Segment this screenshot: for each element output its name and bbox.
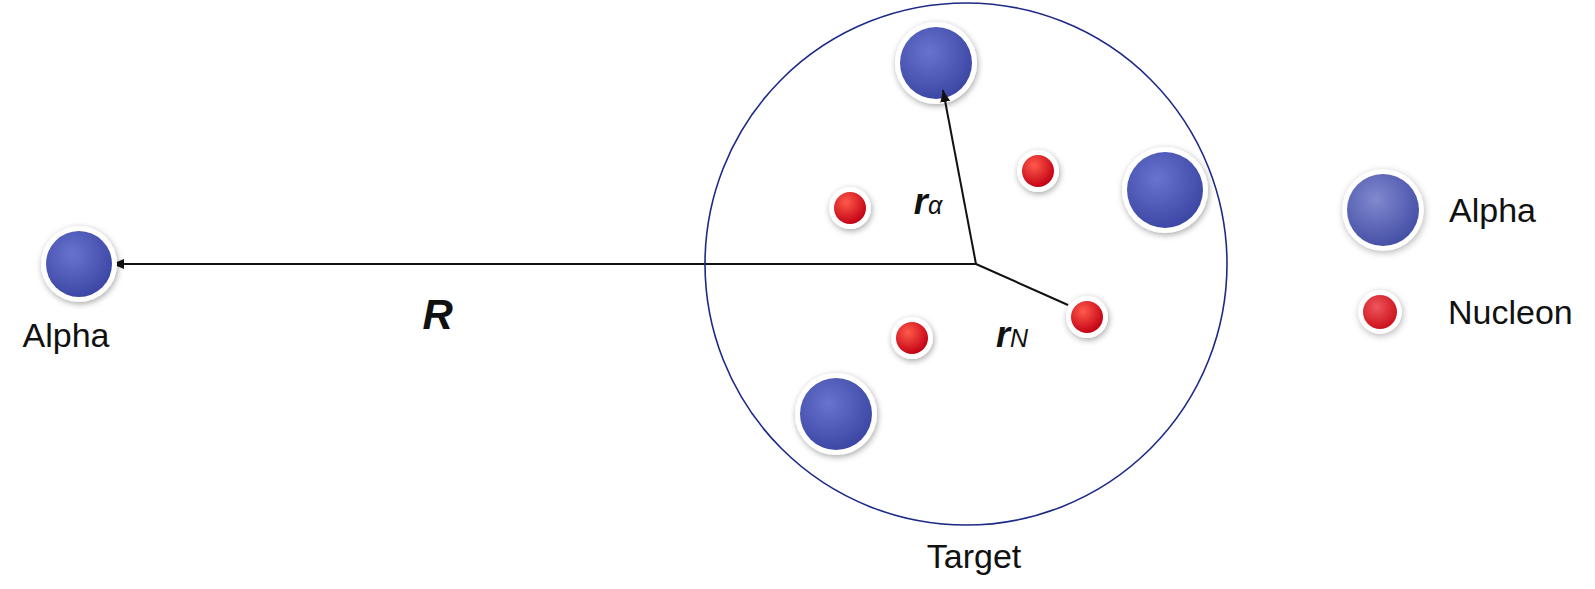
vector-label: rα — [914, 182, 942, 225]
alpha-particle — [1122, 147, 1208, 233]
alpha-particle — [895, 22, 977, 104]
nucleon-vector — [976, 264, 1068, 305]
nucleon — [1066, 296, 1108, 338]
target-outline — [704, 2, 1228, 526]
node-label: Target — [927, 536, 1022, 576]
particle-core — [46, 231, 112, 297]
alpha-circle — [46, 231, 112, 297]
nucleon — [1017, 150, 1059, 192]
alpha-particle — [795, 373, 877, 455]
radius-line — [704, 263, 976, 265]
legend-label: Alpha — [1449, 190, 1536, 230]
legend-swatch — [1363, 295, 1397, 329]
alpha-vector — [943, 90, 976, 264]
nucleon — [891, 317, 933, 359]
target-boundary — [705, 3, 1227, 525]
particle-halo — [41, 226, 117, 302]
node-label: Alpha — [23, 315, 110, 355]
target-nucleus: Target — [704, 2, 1228, 526]
alpha-particle: Alpha — [46, 231, 112, 297]
distance-vector — [112, 263, 704, 265]
nucleon — [829, 187, 871, 229]
vector-label: rN — [996, 315, 1028, 358]
vector-label: R — [422, 292, 452, 338]
legend-label: Nucleon — [1448, 292, 1573, 332]
legend-swatch — [1347, 174, 1419, 246]
